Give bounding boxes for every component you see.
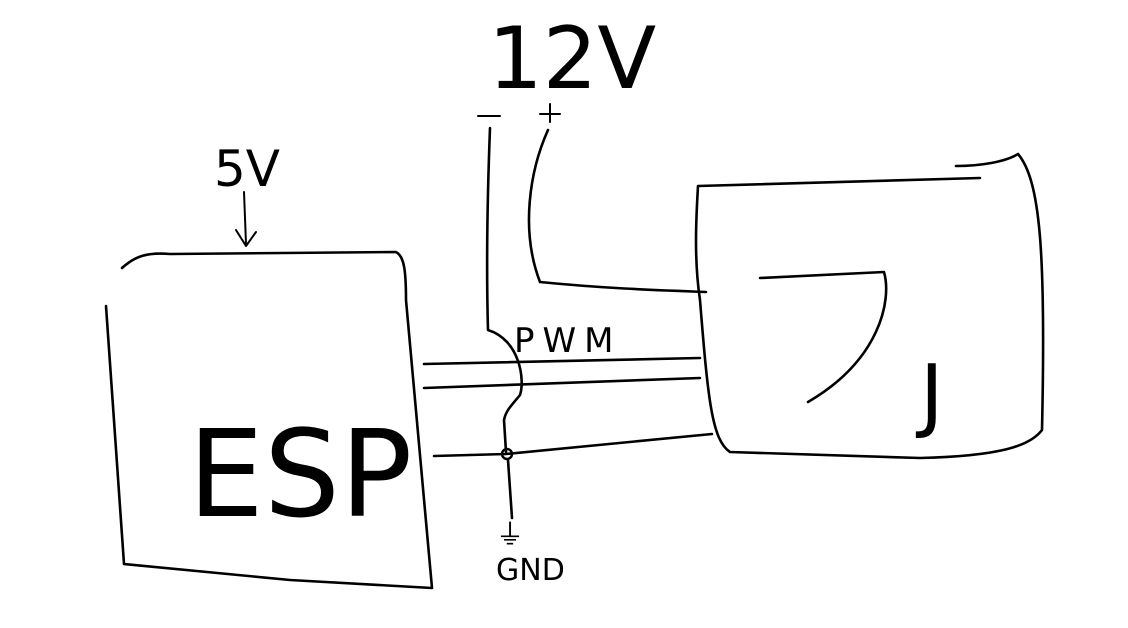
ground: ⏚ GND	[496, 518, 565, 588]
supply-5v-label: 5V	[214, 140, 280, 198]
pwm-wire-lower	[422, 376, 702, 390]
supply-5v-arrow	[235, 191, 257, 247]
wire-12v-negative	[485, 126, 523, 454]
esp-label: ESP	[188, 406, 412, 545]
driver-inner-curve	[758, 270, 888, 404]
ground-junction	[500, 447, 514, 461]
esp-box-outline	[104, 250, 434, 590]
driver-box-outline	[694, 152, 1045, 460]
ground-symbol: ⏚	[496, 518, 524, 551]
supply-12v-plus-mark	[539, 103, 561, 123]
pwm-wires: PWM	[422, 321, 702, 390]
wire-ground	[432, 432, 714, 458]
supply-12v: 12V	[477, 9, 656, 123]
wire-to-ground-symbol	[506, 458, 514, 520]
supply-5v: 5V	[214, 140, 280, 247]
ground-label: GND	[496, 553, 565, 588]
supply-12v-label: 12V	[488, 9, 656, 109]
pwm-wire-upper	[422, 356, 702, 366]
esp-module: ESP	[104, 250, 434, 590]
driver-label: J	[915, 348, 944, 441]
driver-module: J	[694, 152, 1045, 460]
pwm-label: PWM	[514, 321, 621, 361]
wire-12v-positive	[527, 128, 708, 294]
